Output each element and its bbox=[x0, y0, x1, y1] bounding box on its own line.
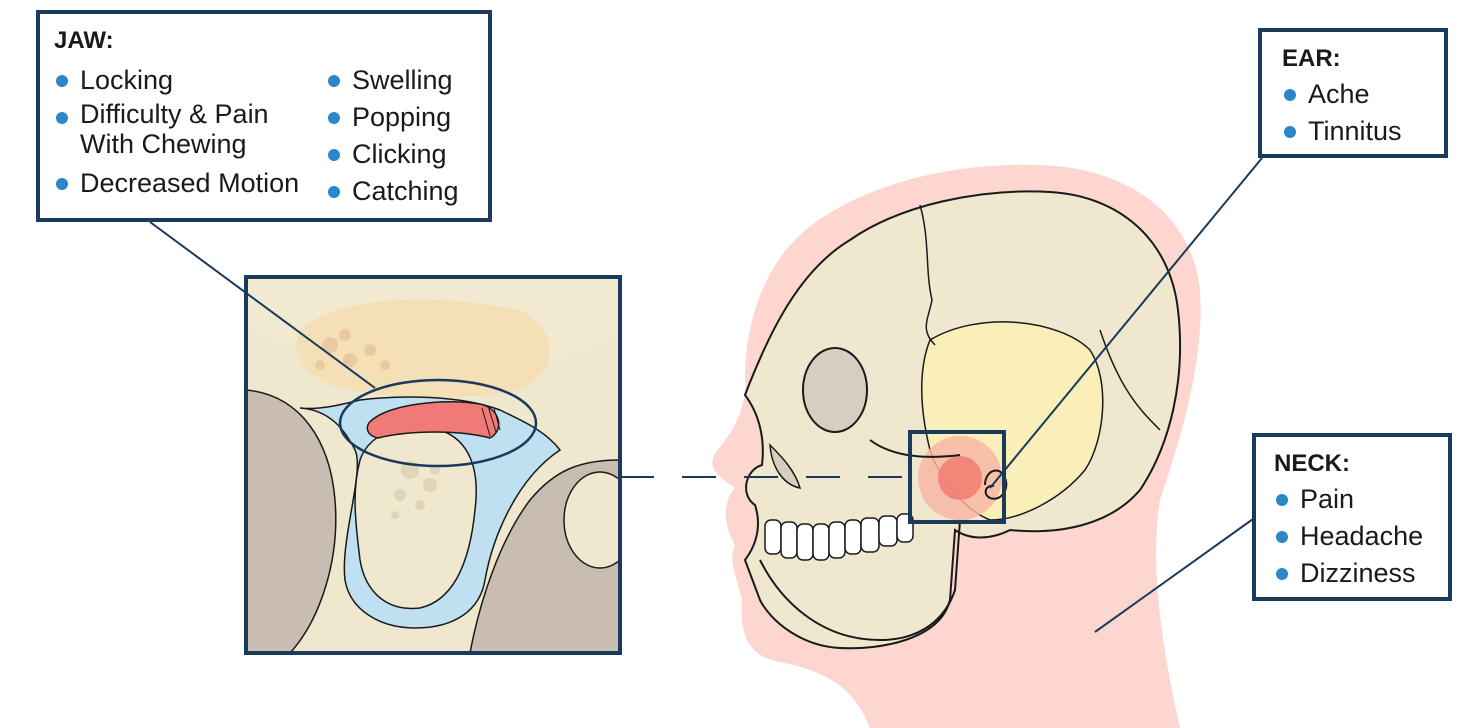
jaw-symptom: Decreased Motion bbox=[54, 165, 326, 202]
ear-symptom: Ache bbox=[1282, 76, 1444, 113]
bullet-icon bbox=[56, 75, 68, 87]
bullet-icon bbox=[1276, 531, 1288, 543]
jaw-symptom: Popping bbox=[326, 99, 486, 136]
neck-symptoms-box: NECK: Pain Headache Dizziness bbox=[1252, 433, 1452, 601]
jaw-symptom: Swelling bbox=[326, 62, 486, 99]
jaw-symptom: Difficulty & Pain With Chewing bbox=[54, 99, 326, 165]
neck-symptom: Pain bbox=[1274, 481, 1448, 518]
bullet-icon bbox=[328, 186, 340, 198]
jaw-symptom: Locking bbox=[54, 62, 326, 99]
jaw-symptom: Catching bbox=[326, 173, 486, 210]
jaw-symptom: Clicking bbox=[326, 136, 486, 173]
ear-symptoms-box: EAR: Ache Tinnitus bbox=[1258, 28, 1448, 158]
neck-symptom: Headache bbox=[1274, 518, 1448, 555]
neck-symptom: Dizziness bbox=[1274, 555, 1448, 592]
eye-socket bbox=[803, 348, 867, 432]
bullet-icon bbox=[56, 178, 68, 190]
ear-inflammation-core bbox=[938, 456, 982, 500]
jaw-symptoms-box: JAW: Locking Difficulty & Pain With Chew… bbox=[36, 10, 492, 222]
jaw-symptom-list-1: Locking Difficulty & Pain With Chewing D… bbox=[54, 62, 326, 210]
bullet-icon bbox=[56, 112, 68, 124]
ear-symptom-list: Ache Tinnitus bbox=[1282, 76, 1444, 150]
ear-title: EAR: bbox=[1282, 46, 1444, 72]
neck-title: NECK: bbox=[1274, 451, 1448, 477]
bullet-icon bbox=[328, 75, 340, 87]
bullet-icon bbox=[1284, 89, 1296, 101]
ear-symptom: Tinnitus bbox=[1282, 113, 1444, 150]
bullet-icon bbox=[328, 149, 340, 161]
tmj-zoom-inset bbox=[246, 277, 636, 653]
jaw-title: JAW: bbox=[54, 28, 488, 54]
bullet-icon bbox=[1276, 568, 1288, 580]
bullet-icon bbox=[328, 112, 340, 124]
jaw-symptom-list-2: Swelling Popping Clicking Catching bbox=[326, 62, 486, 210]
bullet-icon bbox=[1284, 126, 1296, 138]
bullet-icon bbox=[1276, 494, 1288, 506]
neck-symptom-list: Pain Headache Dizziness bbox=[1274, 481, 1448, 592]
